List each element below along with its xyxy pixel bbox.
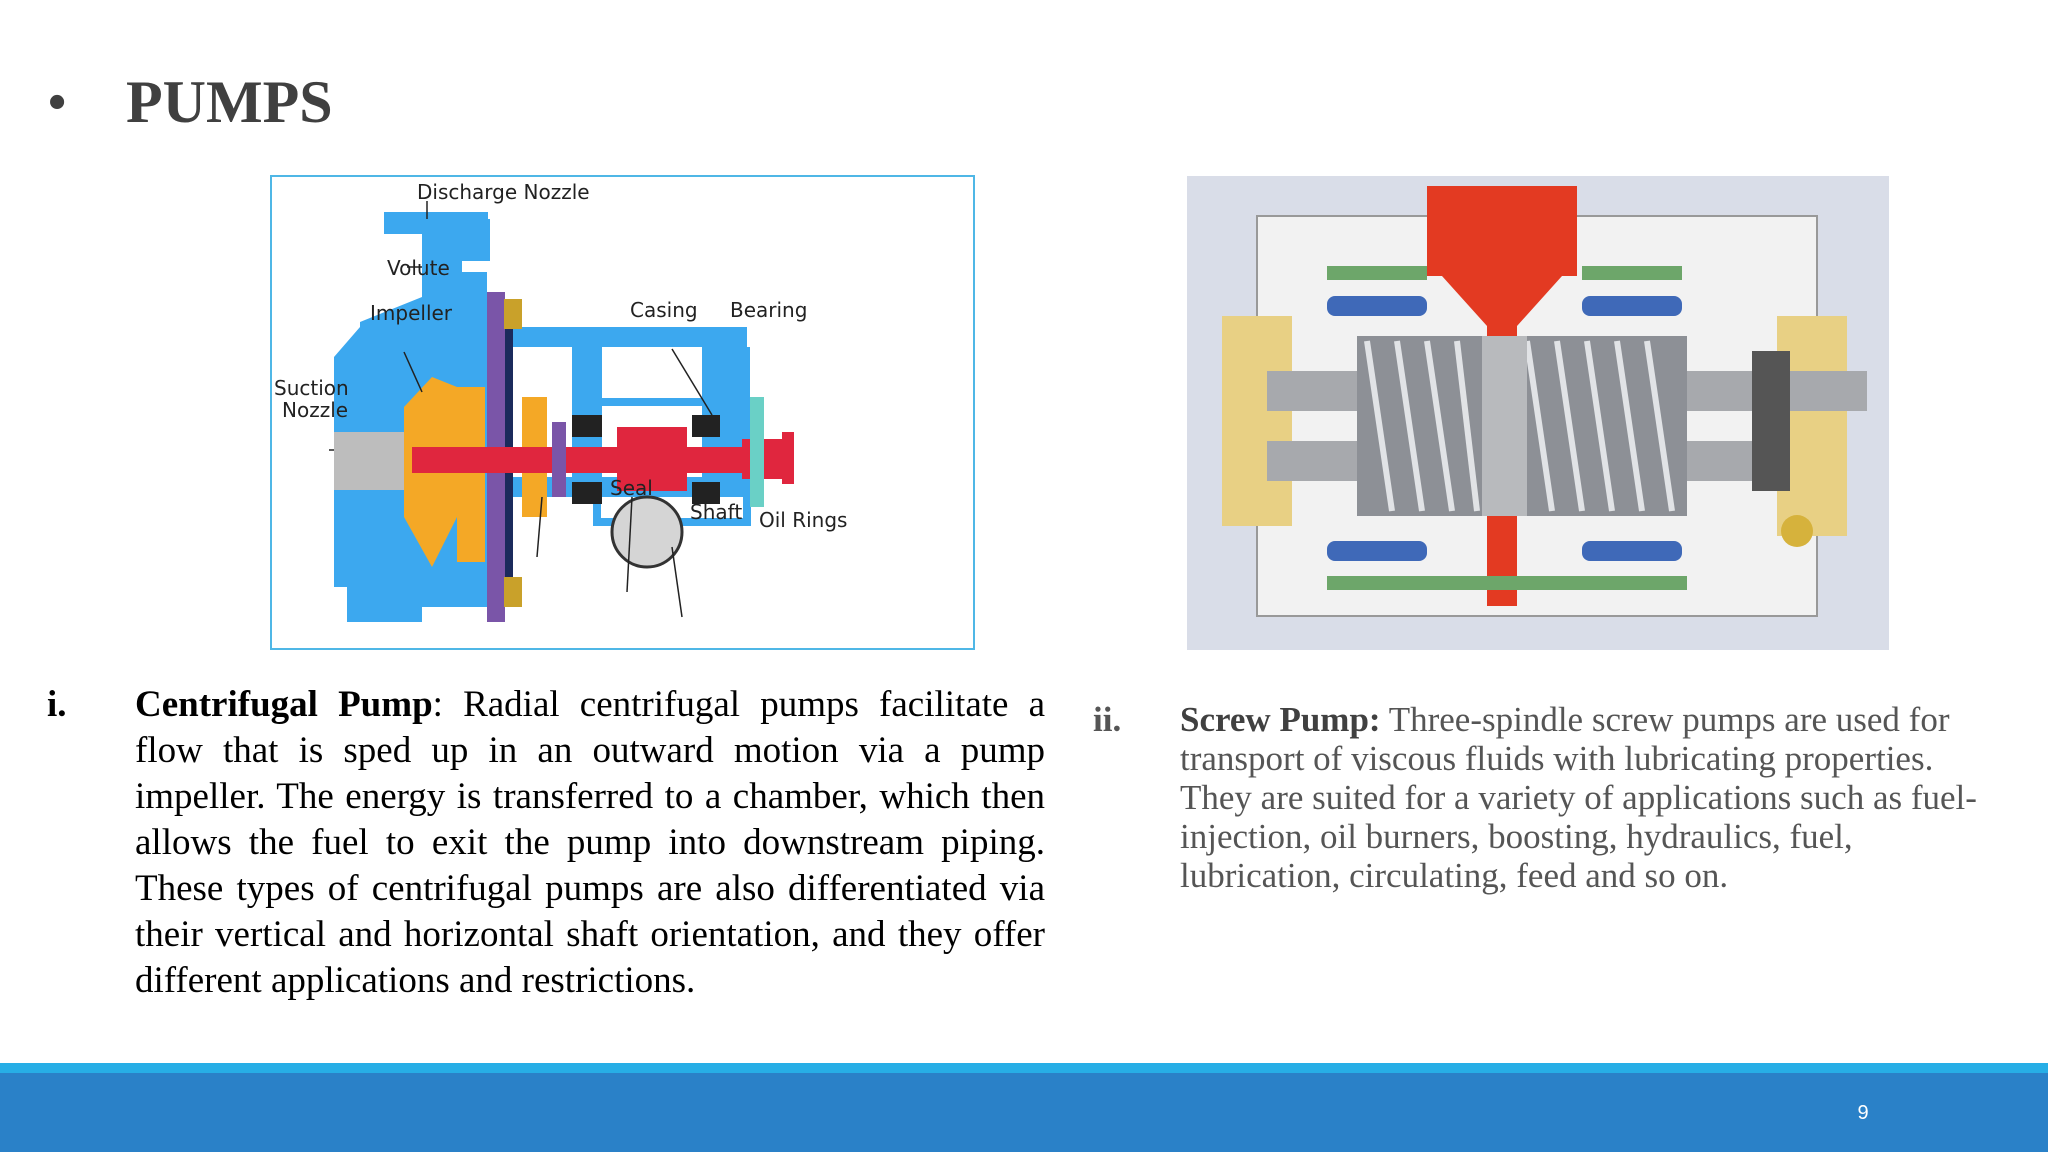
slide-title: • PUMPS xyxy=(48,68,333,137)
item-body: Screw Pump: Three-spindle screw pumps ar… xyxy=(1180,700,1993,895)
item-text: Three-spindle screw pumps are used for t… xyxy=(1180,700,1977,895)
item-body: Centrifugal Pump: Radial centrifugal pum… xyxy=(135,682,1045,1004)
item-number: i. xyxy=(47,684,67,725)
screw-pump-cutaway-image-icon xyxy=(1222,186,1867,617)
centrifugal-pump-diagram-icon: Discharge Nozzle Volute Impeller Casing … xyxy=(274,180,847,622)
label-impeller: Impeller xyxy=(370,301,453,325)
title-text: PUMPS xyxy=(126,69,333,135)
label-volute: Volute xyxy=(387,256,450,280)
item-term: Centrifugal Pump xyxy=(135,684,433,725)
item-term: Screw Pump: xyxy=(1180,700,1381,739)
footer-bar xyxy=(0,1073,2048,1152)
item-number: ii. xyxy=(1093,700,1122,739)
label-nozzle: Nozzle xyxy=(282,398,348,422)
item-text: Radial centrifugal pumps facilitate a fl… xyxy=(135,684,1046,1001)
label-suction: Suction xyxy=(274,376,349,400)
centrifugal-pump-figure: Discharge Nozzle Volute Impeller Casing … xyxy=(270,175,975,650)
label-seal: Seal xyxy=(610,476,653,500)
label-shaft: Shaft xyxy=(690,500,742,524)
footer-accent-line xyxy=(0,1063,2048,1073)
label-discharge-nozzle: Discharge Nozzle xyxy=(417,180,590,204)
page-number: 9 xyxy=(1857,1102,1869,1124)
screw-pump-figure xyxy=(1187,176,1889,650)
label-bearing: Bearing xyxy=(730,298,807,322)
title-bullet: • xyxy=(48,74,67,131)
item-separator: : xyxy=(432,684,443,725)
label-oil-rings: Oil Rings xyxy=(759,508,847,532)
label-casing: Casing xyxy=(630,298,698,322)
item-centrifugal-pump: i. Centrifugal Pump: Radial centrifugal … xyxy=(47,682,1045,1004)
item-screw-pump: ii. Screw Pump: Three-spindle screw pump… xyxy=(1093,700,1993,895)
